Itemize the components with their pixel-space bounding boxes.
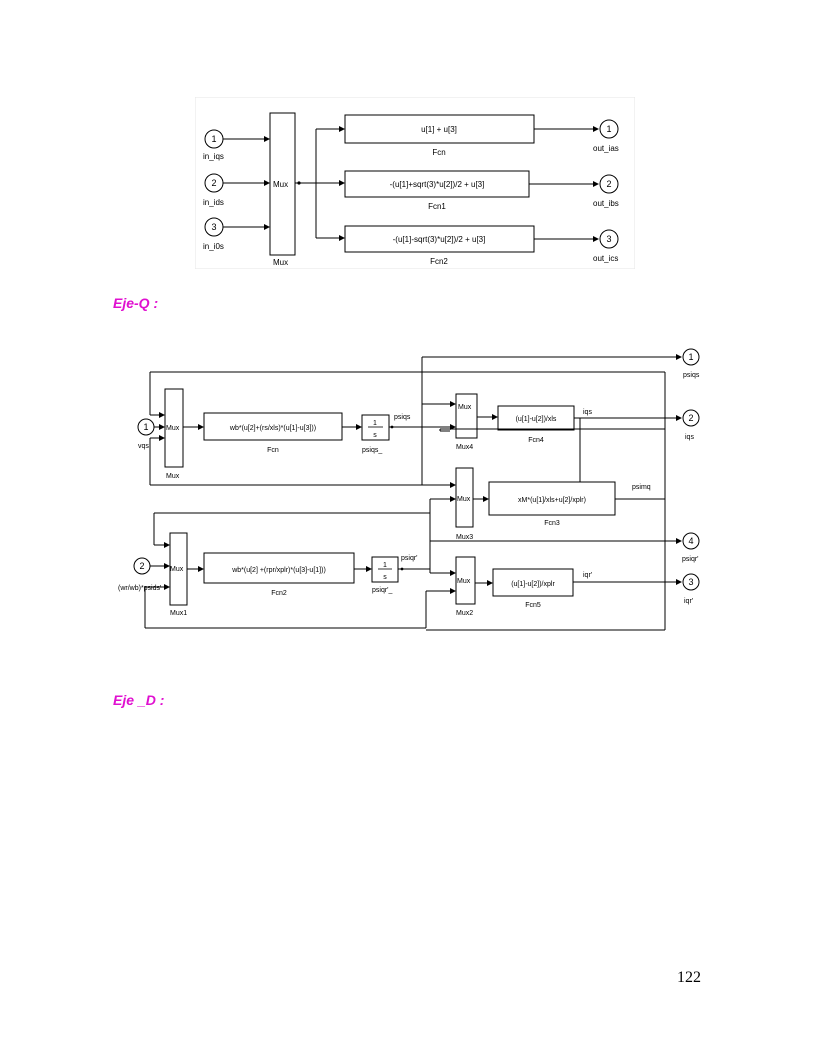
fcn-label: Fcn [432,148,445,157]
outport-out-ics[interactable]: 3 out_ics [593,229,619,263]
mux2-label: Mux2 [456,610,473,617]
fcn2-expression: -(u[1]-sqrt(3)*u[2])/2 + u[3] [393,235,486,244]
outport-psiqs[interactable]: 1 psiqs [682,348,700,379]
fcn2-block[interactable]: wb*(u[2] +(rpr/xplr)*(u[3]-u[1])) Fcn2 [203,552,355,597]
signal-iqs-label: iqs [583,409,592,416]
inport-wr-wb-psids[interactable]: 2 (wr/wb)*psids' [118,557,161,592]
outport-psiqr-label: psiqr' [682,556,699,563]
outport-iqr[interactable]: 3 iqr' [682,573,700,605]
fcn-block[interactable]: u[1] + u[3] Fcn [344,114,535,157]
mux2-block[interactable]: Mux Mux2 [455,556,476,617]
page-number: 122 [677,969,701,986]
outport-out-ics-label: out_ics [593,254,618,263]
inport-in-iqs-number: 1 [211,134,216,144]
outport-out-ibs-number: 2 [606,179,611,189]
mux4-block[interactable]: Mux Mux4 [455,393,478,451]
inport-in-ids-label: in_ids [203,198,224,207]
mux-block[interactable]: Mux Mux [164,388,184,480]
fcn-expression: u[1] + u[3] [421,125,457,134]
mux-block-label: Mux [273,258,288,267]
mux1-block[interactable]: Mux Mux1 [169,532,188,617]
fcn-label: Fcn [267,447,279,454]
integrator-psiqr-den: s [383,574,387,581]
mux-block-text: Mux [273,180,288,189]
mux2-text: Mux [457,578,471,585]
mux3-text: Mux [457,496,471,503]
inport-in-iqs-label: in_iqs [203,152,224,161]
outport-out-ibs-label: out_ibs [593,199,619,208]
mux3-block[interactable]: Mux Mux3 [455,467,474,541]
fcn-expression: wb*(u[2]+(rs/xls)*(u[1]-u[3])) [229,425,316,432]
mux-block[interactable]: Mux Mux [269,112,296,267]
fcn-block[interactable]: wb*(u[2]+(rs/xls)*(u[1]-u[3])) Fcn [203,412,343,454]
integrator-psiqs-num: 1 [373,420,377,427]
heading-eje-d: Eje _D : [113,692,165,708]
fcn3-label: Fcn3 [544,520,560,527]
integrator-psiqs-label: psiqs_ [362,447,382,454]
mux4-text: Mux [458,404,472,411]
outport-psiqr[interactable]: 4 psiqr' [682,532,700,563]
fcn1-label: Fcn1 [428,202,446,211]
mux-text: Mux [166,425,180,432]
abc-transform-diagram: 1 in_iqs 2 in_ids 3 in_i0s Mux Mux u[1] … [195,97,635,269]
mux1-label: Mux1 [170,610,187,617]
integrator-psiqs[interactable]: 1 s psiqs_ [361,414,390,454]
mux4-label: Mux4 [456,444,473,451]
outport-iqs-label: iqs [685,434,694,441]
outport-out-ias-label: out_ias [593,144,619,153]
heading-eje-q: Eje-Q : [113,295,159,311]
integrator-psiqr-num: 1 [383,562,387,569]
inport-wr-wb-psids-number: 2 [139,561,144,571]
inport-wr-wb-psids-label: (wr/wb)*psids' [118,585,161,592]
fcn5-expression: (u[1]-u[2])/xplr [511,581,555,588]
integrator-psiqr[interactable]: 1 s psiqr'_ [371,556,399,594]
signal-psiqs-label: psiqs [394,414,411,421]
inport-in-ids-number: 2 [211,178,216,188]
mux-label: Mux [166,473,180,480]
signal-psimq-label: psimq [632,484,651,491]
outport-out-ias[interactable]: 1 out_ias [593,119,619,153]
mux3-label: Mux3 [456,534,473,541]
inport-in-i0s-label: in_i0s [203,242,224,251]
outport-out-ibs[interactable]: 2 out_ibs [593,174,619,208]
outport-psiqr-number: 4 [688,536,693,546]
q-axis-diagram: 1 vqs Mux Mux wb*(u[2]+(rs/xls)*(u[1]-u[… [118,348,700,631]
fcn5-block[interactable]: (u[1]-u[2])/xplr Fcn5 [492,568,574,609]
outport-out-ias-number: 1 [606,124,611,134]
inport-in-i0s-number: 3 [211,222,216,232]
fcn4-block[interactable]: (u[1]-u[2])/xls Fcn4 [497,405,575,444]
mux1-text: Mux [170,566,184,573]
signal-iqr-label: iqr' [583,572,592,579]
outport-psiqs-number: 1 [688,352,693,362]
integrator-psiqs-den: s [373,432,377,439]
fcn2-label: Fcn2 [430,257,448,266]
outport-iqr-number: 3 [688,577,693,587]
fcn2-label: Fcn2 [271,590,287,597]
fcn5-label: Fcn5 [525,602,541,609]
signal-psiqr-label: psiqr' [401,555,418,562]
outport-iqs-number: 2 [688,413,693,423]
fcn1-expression: -(u[1]+sqrt(3)*u[2])/2 + u[3] [390,180,485,189]
inport-vqs-number: 1 [143,422,148,432]
integrator-psiqr-label: psiqr'_ [372,587,393,594]
inport-vqs-label: vqs [138,443,149,450]
fcn4-expression: (u[1]-u[2])/xls [516,416,557,423]
fcn3-block[interactable]: xM*(u[1]/xls+u[2]/xplr) Fcn3 [488,481,616,527]
outport-psiqs-label: psiqs [683,372,700,379]
fcn3-expression: xM*(u[1]/xls+u[2]/xplr) [518,497,586,504]
fcn4-label: Fcn4 [528,437,544,444]
outport-iqr-label: iqr' [684,598,693,605]
inport-vqs[interactable]: 1 vqs [137,418,155,450]
fcn2-expression: wb*(u[2] +(rpr/xplr)*(u[3]-u[1])) [231,567,326,574]
outport-out-ics-number: 3 [606,234,611,244]
outport-iqs[interactable]: 2 iqs [682,409,700,441]
